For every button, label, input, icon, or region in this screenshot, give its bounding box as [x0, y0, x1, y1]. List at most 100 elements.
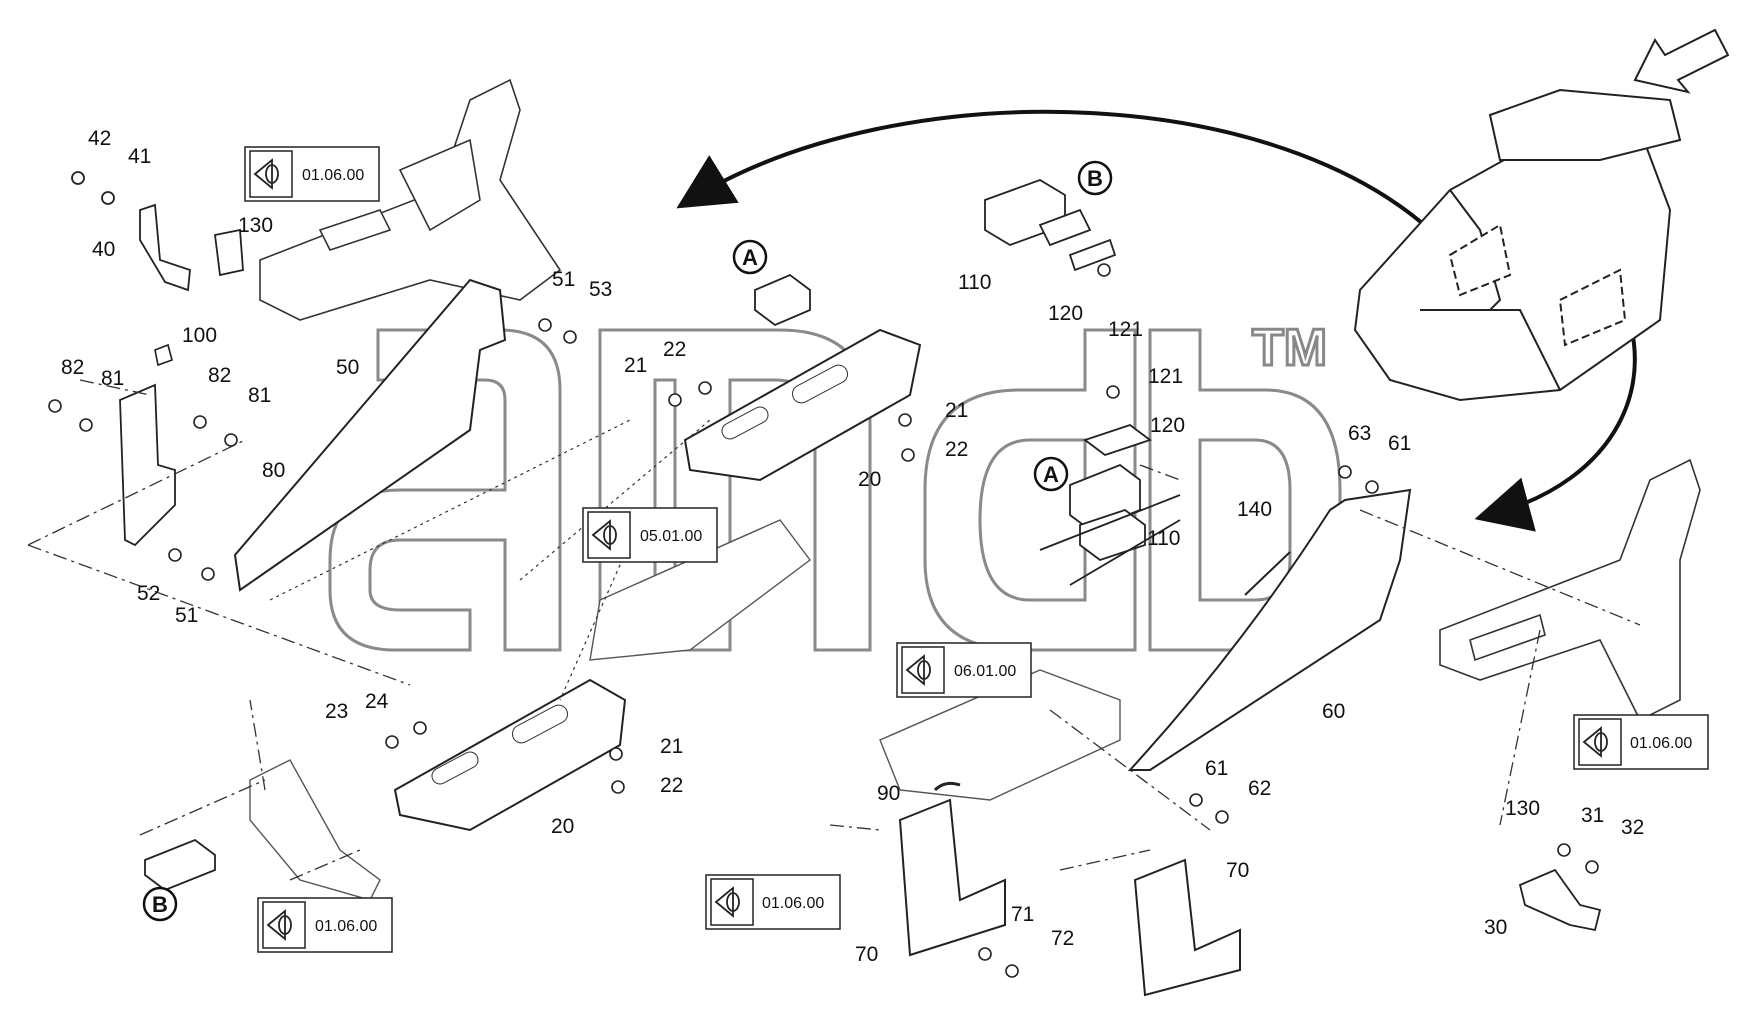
plate-70-left — [898, 798, 1006, 957]
part-label: 140 — [1237, 498, 1272, 521]
part-label: 24 — [365, 690, 389, 713]
part-label: 61 — [1205, 757, 1228, 780]
eye-icon — [266, 909, 292, 941]
part-label: 121 — [1108, 318, 1143, 341]
slot — [791, 364, 849, 404]
detail-callout-a-middle: A — [1033, 456, 1069, 492]
dotted-guide-lines — [269, 419, 711, 701]
view-ref-06-01-00: 06.01.00 — [896, 642, 1032, 698]
view-direction-arrow — [1633, 28, 1730, 94]
part-label: 130 — [1505, 797, 1540, 820]
part-label: 21 — [660, 735, 683, 758]
svg-text:01.06.00: 01.06.00 — [315, 918, 377, 935]
svg-text:B: B — [1087, 166, 1103, 191]
part-label: 130 — [238, 214, 273, 237]
plate-80 — [119, 383, 176, 547]
part-label: 62 — [1248, 777, 1271, 800]
part-label: 53 — [589, 278, 612, 301]
fasteners — [48, 263, 1599, 978]
view-ref-01-06-00-bottom-left: 01.06.00 — [257, 897, 393, 953]
slot — [721, 406, 769, 440]
part-label: 20 — [551, 815, 574, 838]
detail-callout-b-top: B — [1077, 160, 1113, 196]
eye-icon — [253, 158, 279, 190]
part-label: 82 — [208, 364, 231, 387]
part-label: 70 — [1226, 859, 1249, 882]
part-label: 110 — [958, 271, 991, 294]
part-label: 51 — [552, 268, 575, 291]
detail-block-a-top — [754, 273, 811, 327]
detail-clamp-a — [1039, 423, 1181, 586]
hose-90 — [933, 781, 961, 792]
part-label: 21 — [945, 399, 968, 422]
part-label: 41 — [128, 145, 151, 168]
plate-70-right — [1133, 858, 1241, 997]
slot — [511, 704, 569, 744]
eye-icon — [714, 886, 740, 918]
view-ref-01-06-00-top-left: 01.06.00 — [244, 146, 380, 202]
part-labels: 42 41 40 130 100 82 81 82 81 80 50 51 53… — [61, 127, 1644, 966]
part-label: 63 — [1348, 422, 1371, 445]
svg-text:01.06.00: 01.06.00 — [762, 895, 824, 912]
part-label: 31 — [1581, 804, 1604, 827]
svg-text:06.01.00: 06.01.00 — [954, 663, 1016, 680]
part-label: 81 — [101, 367, 124, 390]
plate-20-upper — [683, 328, 922, 482]
bracket-40 — [71, 171, 244, 292]
slot — [431, 751, 479, 785]
eye-icon — [591, 519, 617, 551]
part-label: 32 — [1621, 816, 1644, 839]
detail-block-b-bottom — [144, 838, 216, 892]
svg-text:A: A — [1043, 462, 1059, 487]
curved-arrow-left — [676, 109, 1457, 257]
cover-60 — [1127, 488, 1412, 771]
detail-callout-b-bottom: B — [142, 886, 178, 922]
machine-overview — [1353, 88, 1682, 402]
cover-50 — [233, 278, 507, 592]
part-label: 81 — [248, 384, 271, 407]
part-label: 50 — [336, 356, 359, 379]
part-label: 72 — [1051, 927, 1074, 950]
assembly-guide-lines — [27, 379, 1641, 881]
plate-20-lower — [393, 678, 627, 832]
part-label: 42 — [88, 127, 111, 150]
eye-icon — [905, 654, 931, 686]
part-label: 23 — [325, 700, 348, 723]
strip-140 — [1244, 551, 1291, 596]
bracket-30 — [1518, 868, 1602, 932]
part-label: 20 — [858, 468, 881, 491]
detail-callout-a-top: A — [732, 239, 768, 275]
part-label: 22 — [945, 438, 968, 461]
part-label: 80 — [262, 459, 285, 482]
view-ref-05-01-00: 05.01.00 — [582, 507, 718, 563]
detail-clamp-b — [984, 179, 1117, 272]
part-label: 21 — [624, 354, 647, 377]
part-label: 121 — [1148, 365, 1183, 388]
part-label: 70 — [855, 943, 878, 966]
svg-text:01.06.00: 01.06.00 — [1630, 735, 1692, 752]
part-label: 30 — [1484, 916, 1507, 939]
part-label: 120 — [1150, 414, 1185, 437]
part-label: 22 — [663, 338, 686, 361]
part-label: 51 — [175, 604, 198, 627]
part-label: 82 — [61, 356, 84, 379]
part-label: 120 — [1048, 302, 1083, 325]
part-label: 60 — [1322, 700, 1345, 723]
view-ref-01-06-00-bottom-center: 01.06.00 — [705, 874, 841, 930]
clip-100 — [154, 343, 173, 367]
frame-rail-left — [259, 78, 562, 321]
part-label: 100 — [182, 324, 217, 347]
part-label: 22 — [660, 774, 683, 797]
part-label: 52 — [137, 582, 160, 605]
part-label: 71 — [1011, 903, 1034, 926]
svg-text:B: B — [152, 892, 168, 917]
part-label: 110 — [1147, 527, 1180, 550]
part-label: 40 — [92, 238, 115, 261]
svg-text:A: A — [742, 245, 758, 270]
svg-text:05.01.00: 05.01.00 — [640, 528, 702, 545]
part-label: 61 — [1388, 432, 1411, 455]
view-ref-01-06-00-right: 01.06.00 — [1573, 714, 1709, 770]
svg-text:01.06.00: 01.06.00 — [302, 167, 364, 184]
eye-icon — [1582, 726, 1608, 758]
frame-center — [249, 519, 1121, 901]
